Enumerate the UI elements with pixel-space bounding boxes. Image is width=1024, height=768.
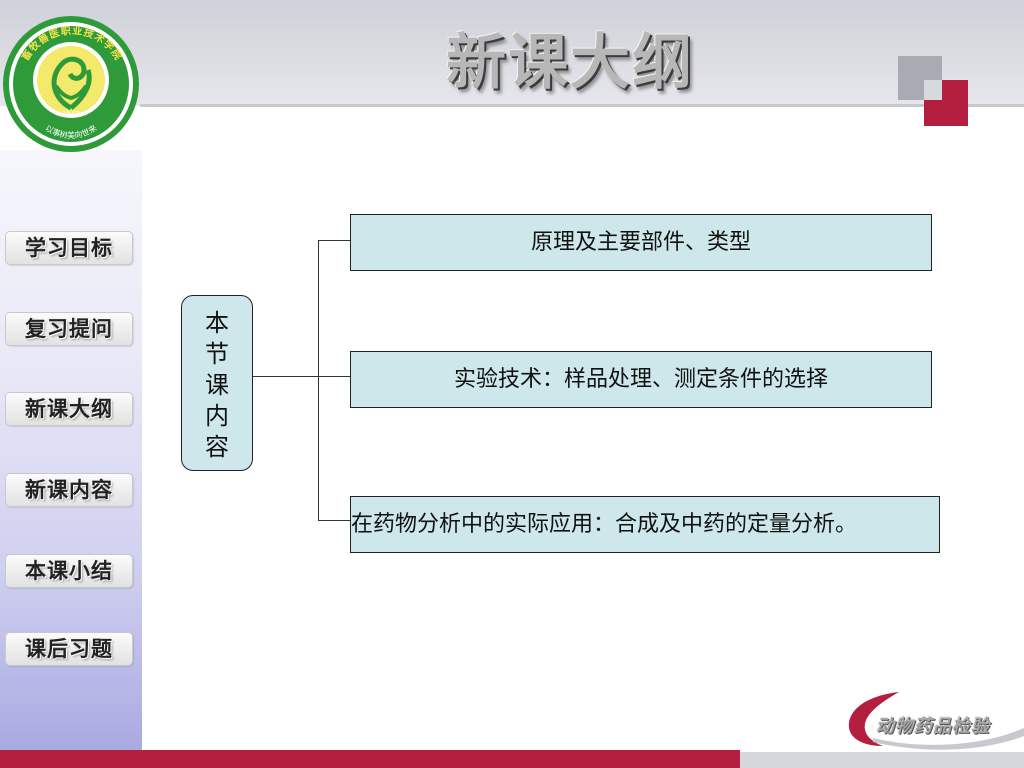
- nav-button-learning-goals[interactable]: 学习目标: [6, 232, 132, 264]
- root-char: 本: [205, 309, 229, 337]
- connector-branch-3: [318, 520, 350, 521]
- footer-bar-gray: [740, 752, 1024, 768]
- nav-button-new-lesson-content[interactable]: 新课内容: [6, 474, 132, 506]
- page-title: 新课大纲: [446, 28, 694, 98]
- corner-decoration-notch: [924, 80, 942, 100]
- root-char: 内: [205, 402, 229, 430]
- nav-button-lesson-summary[interactable]: 本课小结: [6, 555, 132, 587]
- root-char: 课: [205, 371, 229, 399]
- connector-branch-2: [318, 376, 350, 377]
- logo-year: 1948: [62, 110, 80, 118]
- outline-item-techniques: 实验技术：样品处理、测定条件的选择: [350, 351, 932, 408]
- swoosh-icon: [848, 692, 1024, 750]
- root-char: 节: [205, 340, 229, 368]
- footer-bar-red: [0, 750, 740, 768]
- connector-branch-1: [318, 240, 350, 241]
- header-band: [0, 0, 1024, 106]
- footer-course-label: 动物药品检验: [876, 716, 990, 737]
- connector-root: [253, 376, 319, 377]
- nav-button-review-questions[interactable]: 复习提问: [6, 313, 132, 345]
- school-logo-icon: 畜牧兽医职业技术学院 1948 以事树美向世来: [3, 16, 139, 152]
- connector-spine: [318, 240, 319, 521]
- outline-item-principles: 原理及主要部件、类型: [350, 214, 932, 271]
- diagram-root-box: 本 节 课 内 容: [181, 295, 253, 471]
- nav-button-new-lesson-outline[interactable]: 新课大纲: [6, 393, 132, 425]
- outline-item-applications: 在药物分析中的实际应用：合成及中药的定量分析。: [350, 496, 940, 553]
- root-char: 容: [205, 433, 229, 461]
- header-divider: [140, 104, 1024, 107]
- nav-button-homework[interactable]: 课后习题: [6, 633, 132, 665]
